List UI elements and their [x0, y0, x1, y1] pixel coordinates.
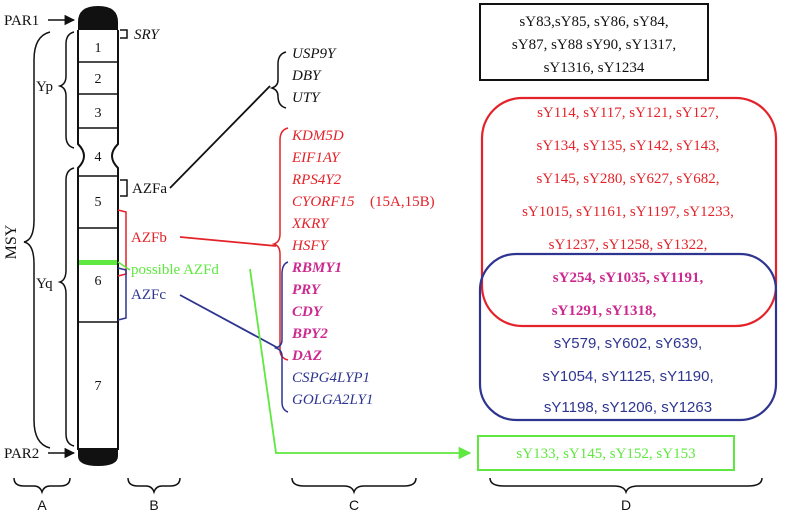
azfa-genes-brace: [269, 51, 287, 109]
column-d-brace: [489, 477, 763, 495]
msy-brace: [23, 31, 51, 449]
azfc-marker-line: sY1054, sY1125, sY1190,: [542, 368, 713, 385]
azfb-marker-line: sY114, sY117, sY121, sY127,: [537, 105, 719, 121]
azfc-marker-list: sY579, sY602, sY639, sY1054, sY1125, sY1…: [542, 335, 713, 416]
par2-label: PAR2: [4, 446, 39, 462]
azfb-marker-line: sY134, sY135, sY142, sY143,: [537, 138, 720, 154]
msy-label: MSY: [3, 224, 20, 259]
sry-bracket: [120, 29, 128, 39]
gene-eif1ay: EIF1AY: [291, 150, 341, 166]
azfb-bracket: [117, 209, 127, 277]
yq-label: Yq: [36, 276, 53, 292]
column-b-brace: [127, 477, 181, 495]
yq-brace: [57, 167, 75, 447]
azfb-label: AZFb: [131, 230, 167, 246]
azfc-label: AZFc: [131, 287, 166, 303]
possible-azfd-label: possible AZFd: [131, 262, 219, 278]
azfb-marker-list: sY114, sY117, sY121, sY127, sY134, sY135…: [522, 105, 734, 253]
black-marker-line: sY87, sY88 sY90, sY1317,: [512, 37, 676, 53]
band-2: 2: [95, 72, 102, 87]
gene-dby: DBY: [291, 68, 322, 84]
par1-label: PAR1: [4, 13, 39, 29]
azfb-genes-brace: [271, 127, 289, 361]
column-d-label: D: [621, 497, 631, 513]
band-6: 6: [95, 274, 102, 289]
gene-daz: DAZ: [291, 348, 322, 364]
gene-usp9y: USP9Y: [292, 46, 337, 62]
azfc-marker-box: [478, 252, 778, 422]
gene-cdy: CDY: [292, 304, 324, 320]
black-marker-list: sY83,sY85, sY86, sY84, sY87, sY88 sY90, …: [512, 14, 676, 76]
azfb-marker-line: sY1237, sY1258, sY1322,: [549, 237, 708, 253]
gene-rps4y2: RPS4Y2: [291, 172, 342, 188]
azfb-marker-line: sY145, sY280, sY627, sY682,: [537, 171, 720, 187]
overlap-marker-line: sY254, sY1035, sY1191,: [553, 270, 704, 286]
column-c-brace: [291, 477, 417, 495]
band-4: 4: [95, 150, 102, 165]
azfc-genes-brace: [273, 261, 289, 413]
azfd-pointer: [117, 261, 131, 271]
gene-uty: UTY: [292, 90, 321, 106]
yp-brace: [57, 31, 75, 149]
azfd-marker-box: [477, 435, 735, 471]
column-b-label: B: [149, 497, 158, 513]
black-marker-line: sY1316, sY1234: [544, 60, 645, 76]
azfa-bracket: [120, 179, 128, 197]
gene-rbmy1: RBMY1: [291, 260, 342, 276]
azfb-marker-line: sY1015, sY1161, sY1197, sY1233,: [522, 204, 734, 220]
sry-label: SRY: [134, 27, 160, 43]
gene-kdm5d: KDM5D: [291, 128, 344, 144]
band-7: 7: [95, 379, 102, 394]
chromosome-ideogram: 1 2 3 4 5 6 7: [77, 6, 119, 466]
azfc-bracket: [117, 267, 127, 321]
gene-suffix: (15A,15B): [370, 194, 435, 210]
azfd-band-marker: [79, 260, 117, 265]
column-a-brace: [13, 477, 71, 495]
azfd-marker-line: sY133, sY145, sY152, sY153: [516, 446, 695, 462]
gene-bpy2: BPY2: [291, 326, 328, 342]
azfd-connector: [249, 268, 472, 460]
gene-cyorf15: CYORF15: [292, 194, 355, 210]
gene-golga2ly1: GOLGA2LY1: [292, 392, 373, 408]
azfa-gene-list: USP9Y DBY UTY: [291, 46, 337, 106]
column-a-label: A: [37, 497, 47, 513]
gene-hsfy: HSFY: [291, 238, 329, 254]
azfbc-overlap-marker-list: sY254, sY1035, sY1191, sY1291, sY1318,: [552, 270, 704, 319]
black-marker-line: sY83,sY85, sY86, sY84,: [519, 14, 668, 30]
band-1: 1: [95, 41, 102, 56]
azfb-marker-box: [480, 96, 778, 328]
band-3: 3: [95, 106, 102, 121]
gene-cspg4lyp1: CSPG4LYP1: [292, 370, 370, 386]
azfa-label: AZFa: [132, 181, 167, 197]
gene-pry: PRY: [292, 282, 322, 298]
band-5: 5: [95, 195, 102, 210]
chromosome-outline: [77, 30, 119, 450]
gene-xkry: XKRY: [291, 216, 330, 232]
par2-region: [78, 449, 118, 466]
par1-region: [78, 6, 118, 30]
yp-label: Yp: [36, 79, 53, 95]
column-c-label: C: [349, 497, 359, 513]
overlap-marker-line: sY1291, sY1318,: [552, 303, 657, 319]
azfc-marker-line: sY1198, sY1206, sY1263: [544, 399, 712, 416]
azfa-connector: [169, 85, 271, 189]
azfb-connector: [179, 236, 277, 247]
azfc-connector: [179, 294, 279, 349]
azfc-marker-line: sY579, sY602, sY639,: [554, 335, 702, 352]
black-marker-box: [479, 3, 709, 81]
